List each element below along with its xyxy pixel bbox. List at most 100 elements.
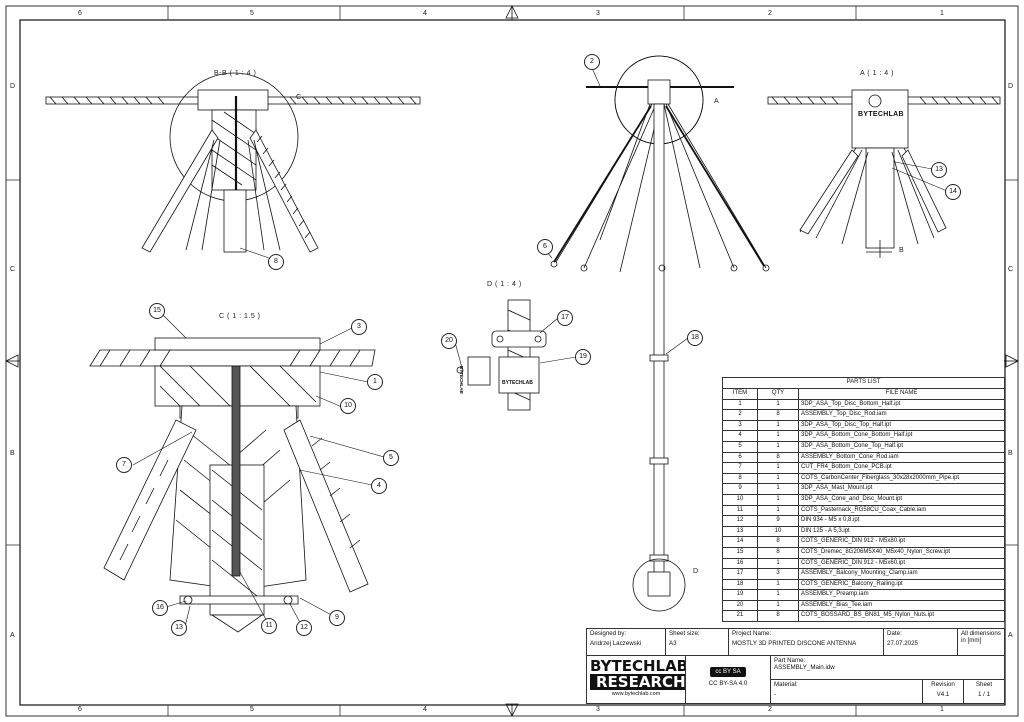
parts-list-item-number: 16 <box>722 557 758 570</box>
balloon-item-2: 2 <box>584 54 600 70</box>
company-website: www.bytechlab.com <box>611 691 661 697</box>
parts-list-quantity: 1 <box>757 440 799 453</box>
parts-list-quantity: 1 <box>757 599 799 612</box>
view-label-section-bb: B-B ( 1 : 4 ) <box>214 70 257 77</box>
parts-list-quantity: 1 <box>757 493 799 506</box>
parts-list-file-name: COTS_GENERIC_DIN 912 - M5x60.ipt <box>798 557 1005 570</box>
part-name-cell: Part Name: ASSEMBLY_Main.idw <box>770 655 1005 680</box>
zone-col-3-bottom: 3 <box>596 706 600 713</box>
part-name-caption: Part Name: <box>774 657 806 664</box>
parts-list-item-number: 1 <box>722 398 758 411</box>
parts-list-file-name: 3DP_ASA_Top_Disc_Bottom_Half.ipt <box>798 398 1005 411</box>
brand-plate-detail-a: BYTECHLAB <box>858 111 904 118</box>
parts-list-file-name: COTS_Pasternack_RG58CU_Coax_Cable.iam <box>798 504 1005 517</box>
sheet-number-caption: Sheet <box>975 681 993 688</box>
parts-list-quantity: 1 <box>757 483 799 495</box>
section-callout-b: B <box>899 247 905 254</box>
parts-list-file-name: COTS_BOSSARD_BS_BN81_M5_Nylon_Nuts.ipt <box>798 610 1005 623</box>
view-label-detail-c: C ( 1 : 1.5 ) <box>219 313 261 320</box>
balloon-item-15: 15 <box>149 303 165 319</box>
balloon-item-12: 12 <box>296 620 312 636</box>
project-name-caption: Project Name: <box>732 630 772 637</box>
balloon-item-1: 1 <box>367 374 383 390</box>
parts-list-quantity: 1 <box>757 462 799 474</box>
brand-plate-bias-tee: BYTECHLAB <box>459 366 464 394</box>
parts-list-item-number: 11 <box>722 504 758 517</box>
company-logo: BYTECHLAB RESEARCH www.bytechlab.com <box>586 655 692 704</box>
license-text: CC BY-SA 4.0 <box>708 680 748 687</box>
parts-list-quantity: 8 <box>757 409 799 421</box>
parts-list-file-name: CUT_FR4_Bottom_Cone_PCB.ipt <box>798 462 1005 474</box>
zone-row-b-right: B <box>1008 450 1013 457</box>
parts-list-item-number: 2 <box>722 409 758 421</box>
dimensions-note: All dimensions in [mm] <box>961 630 1001 644</box>
zone-col-5-bottom: 5 <box>250 706 254 713</box>
parts-list-item-number: 5 <box>722 440 758 453</box>
parts-list-item-number: 12 <box>722 515 758 527</box>
view-label-detail-a: A ( 1 : 4 ) <box>860 70 894 77</box>
balloon-item-11: 11 <box>261 618 277 634</box>
license-cell: cc BY SA CC BY-SA 4.0 <box>685 655 771 704</box>
parts-list-header-item: ITEM <box>722 388 758 400</box>
parts-list-item-number: 17 <box>722 568 758 580</box>
parts-list-file-name: COTS_GENERIC_DIN 912 - M5x80.ipt <box>798 536 1005 548</box>
parts-list-file-name: 3DP_ASA_Mast_Mount.ipt <box>798 483 1005 495</box>
balloon-item-6: 6 <box>537 239 553 255</box>
zone-row-c: C <box>10 266 16 273</box>
zone-row-c-right: C <box>1008 266 1014 273</box>
sheet-size-caption: Sheet size: <box>669 630 700 637</box>
balloon-item-17: 17 <box>557 310 573 326</box>
date-value: 27.07.2025 <box>887 640 918 647</box>
parts-list-quantity: 9 <box>757 515 799 527</box>
detail-callout-a: A <box>714 98 720 105</box>
parts-list-header-qty: QTY <box>757 388 799 400</box>
parts-list-header-file-name: FILE NAME <box>798 388 1005 400</box>
zone-col-6-bottom: 6 <box>78 706 82 713</box>
parts-list-quantity: 1 <box>757 557 799 570</box>
parts-list-quantity: 1 <box>757 472 799 485</box>
parts-list-file-name: COTS_GENERIC_Balcony_Railing.ipt <box>798 578 1005 591</box>
parts-list-file-name: ASSEMBLY_Top_Disc_Rod.iam <box>798 409 1005 421</box>
parts-list-file-name: ASSEMBLY_Preamp.iam <box>798 589 1005 601</box>
view-label-detail-d: D ( 1 : 4 ) <box>487 281 522 288</box>
parts-list-item-number: 19 <box>722 589 758 601</box>
balloon-item-13-detail-a: 13 <box>931 162 947 178</box>
date-cell: Date: 27.07.2025 <box>883 628 958 656</box>
logo-line-1: BYTECHLAB <box>590 657 689 675</box>
parts-list-item-number: 13 <box>722 525 758 538</box>
parts-list-quantity: 8 <box>757 536 799 548</box>
balloon-item-7: 7 <box>116 457 132 473</box>
parts-list-quantity: 8 <box>757 451 799 464</box>
zone-row-b: B <box>10 450 15 457</box>
parts-list-item-number: 7 <box>722 462 758 474</box>
zone-row-d: D <box>10 83 16 90</box>
parts-list-item-number: 6 <box>722 451 758 464</box>
parts-list-item-number: 4 <box>722 430 758 442</box>
parts-list-file-name: COTS_Dremec_8G206M5X40_M5x40_Nylon_Screw… <box>798 546 1005 559</box>
parts-list-quantity: 1 <box>757 430 799 442</box>
balloon-item-16: 16 <box>152 600 168 616</box>
project-name-value: MOSTLY 3D PRINTED DISCONE ANTENNA <box>732 640 857 647</box>
balloon-item-9: 9 <box>329 610 345 626</box>
parts-list-item-number: 18 <box>722 578 758 591</box>
parts-list-item-number: 14 <box>722 536 758 548</box>
zone-col-4: 4 <box>423 10 427 17</box>
material-cell: Material: - <box>770 679 923 704</box>
balloon-item-5: 5 <box>383 450 399 466</box>
material-value: - <box>774 691 777 698</box>
zone-col-1: 1 <box>940 10 944 17</box>
parts-list-title: PARTS LIST <box>722 377 1005 389</box>
project-name-cell: Project Name: MOSTLY 3D PRINTED DISCONE … <box>728 628 884 656</box>
